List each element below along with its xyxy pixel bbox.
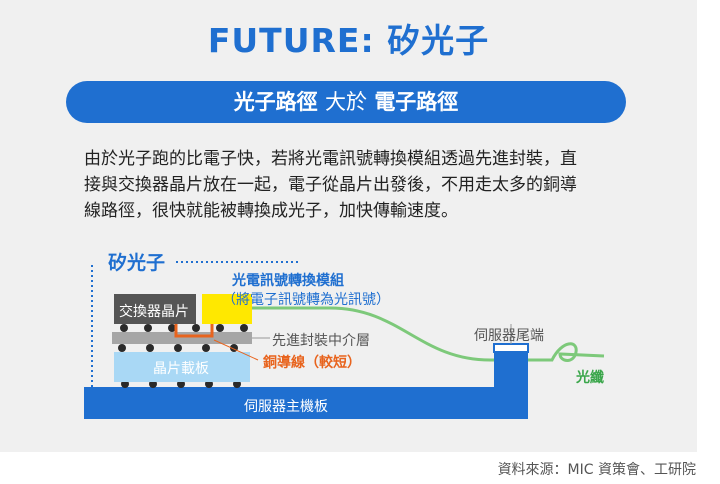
mainboard-label: 伺服器主機板 [244,399,328,415]
interposer-label: 先進封裝中介層 [272,333,370,349]
module-title: 光電訊號轉換模組 [232,273,344,289]
server-end-shape [494,352,528,419]
module-shape [202,294,252,324]
paragraph-line-1: 由於光子跑的比電子快，若將光電訊號轉換模組透過先進封裝，直 [84,149,577,169]
source-credit: 資料來源：MIC 資策會、工研院 [497,462,696,478]
banner-part3: 電子路徑 [374,90,459,114]
server-end-connector [493,343,529,353]
mainboard-shape [84,387,494,419]
banner-part1: 光子路徑 [233,90,318,114]
paragraph-line-3: 線路徑，很快就能被轉換成光子，加快傳輸速度。 [84,201,458,221]
fiber-label: 光纖 [576,370,604,386]
description-paragraph: 由於光子跑的比電子快，若將光電訊號轉換模組透過先進封裝，直 接與交換器晶片放在一… [84,146,619,224]
chip-bumps [120,324,248,332]
interposer-shape [112,332,252,344]
copper-wire [174,324,214,338]
photonics-box-title: 矽光子 [108,252,166,274]
interposer-bumps [118,344,238,352]
banner-part2: 大於 [325,90,367,114]
copper-leader [213,339,259,361]
switch-chip-label: 交換器晶片 [119,304,189,320]
fiber-line [252,306,605,362]
page-title: FUTURE: 矽光子 [207,21,490,60]
substrate-shape [114,352,250,382]
substrate-label: 晶片載板 [153,361,209,377]
headline-banner: 光子路徑 大於 電子路徑 [66,81,626,123]
module-subtitle: （將電子訊號轉為光訊號） [222,292,390,308]
photonics-dotted-border [91,261,300,392]
switch-chip-shape [114,294,196,324]
copper-label: 銅導線（較短） [263,355,361,371]
silicon-photonics-diagram: 矽光子 光電訊號轉換模組 （將電子訊號轉為光訊號） 交換器晶片 先進封裝中介層 … [0,240,697,452]
paragraph-line-2: 接與交換器晶片放在一起，電子從晶片出發後，不用走太多的銅導 [84,175,577,195]
server-end-label: 伺服器尾端 [474,328,544,344]
